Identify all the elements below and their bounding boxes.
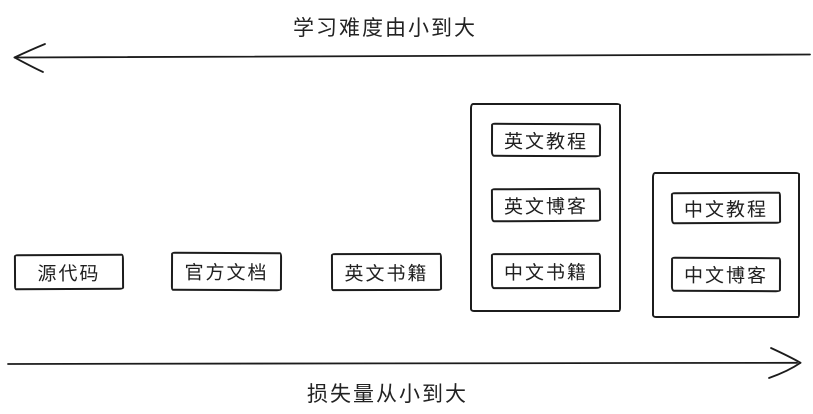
node-source-code: 源代码 (13, 253, 125, 291)
loss-axis-arrow-right (7, 347, 802, 379)
group-box-chinese: 中文教程 中文博客 (652, 172, 800, 318)
node-official-docs-label: 官方文档 (184, 262, 269, 285)
node-chinese-blog-label: 中文博客 (683, 265, 769, 288)
node-chinese-books: 中文书籍 (490, 252, 601, 290)
node-chinese-blog: 中文博客 (670, 256, 782, 293)
loss-axis-label: 损失量从小到大 (307, 383, 468, 406)
node-english-blog: 英文博客 (490, 187, 601, 223)
node-source-code-label: 源代码 (37, 263, 101, 285)
node-english-books-label: 英文书籍 (344, 263, 429, 285)
group-box-english-chinese-mixed: 英文教程 英文博客 中文书籍 (470, 103, 621, 312)
difficulty-axis-label: 学习难度由小到大 (293, 17, 477, 40)
node-english-tutorial-label: 英文教程 (503, 131, 588, 153)
node-english-tutorial: 英文教程 (490, 122, 601, 158)
difficulty-axis-arrow-left (13, 43, 811, 73)
node-official-docs: 官方文档 (170, 251, 283, 292)
node-english-books: 英文书籍 (330, 252, 443, 292)
node-chinese-books-label: 中文书籍 (503, 262, 588, 284)
node-english-blog-label: 英文博客 (503, 196, 588, 218)
node-chinese-tutorial: 中文教程 (670, 191, 782, 225)
node-chinese-tutorial-label: 中文教程 (683, 199, 769, 221)
